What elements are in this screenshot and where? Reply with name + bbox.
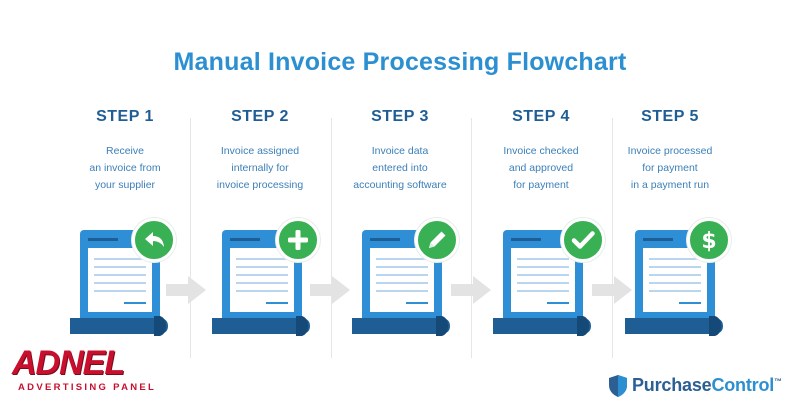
step-description: Invoice assigned internally for invoice … bbox=[185, 143, 335, 194]
purchasecontrol-logo: PurchaseControl™ bbox=[608, 372, 798, 402]
step-description-line: for payment bbox=[513, 179, 569, 191]
step-description-line: in a payment run bbox=[630, 179, 710, 191]
step-label: STEP 5 bbox=[641, 108, 699, 125]
step-description: Invoice checked and approved for payment bbox=[466, 143, 616, 194]
step-1: STEP 1 Receive an invoice from your supp… bbox=[50, 108, 200, 194]
step-description-line: Receive bbox=[106, 145, 144, 157]
step-description-line: invoice processing bbox=[216, 179, 304, 191]
step-description-line: Invoice data bbox=[371, 145, 429, 157]
step-divider bbox=[471, 118, 472, 358]
step-5: STEP 5 Invoice processed for payment in … bbox=[595, 108, 745, 194]
step-3: STEP 3 Invoice data entered into account… bbox=[325, 108, 475, 194]
step-description-line: internally for bbox=[231, 162, 289, 174]
step-label: STEP 4 bbox=[512, 108, 570, 125]
step-description-line: your supplier bbox=[94, 179, 156, 191]
step-divider bbox=[190, 118, 191, 358]
step-label: STEP 2 bbox=[231, 108, 289, 125]
brand-name-part1: Purchase bbox=[632, 375, 712, 395]
step-description-line: for payment bbox=[642, 162, 698, 174]
step-description: Receive an invoice from your supplier bbox=[50, 143, 200, 194]
trademark-symbol: ™ bbox=[774, 377, 782, 386]
dollar-icon: $ bbox=[687, 218, 731, 262]
brand-name: PurchaseControl™ bbox=[632, 375, 782, 396]
invoice-document-icon bbox=[493, 230, 591, 336]
reply-arrow-icon bbox=[132, 218, 176, 262]
flow-arrow-icon bbox=[310, 276, 350, 304]
flow-arrow-icon bbox=[592, 276, 632, 304]
step-description-line: Invoice processed bbox=[627, 145, 713, 157]
pencil-icon bbox=[415, 218, 459, 262]
plus-icon bbox=[276, 218, 320, 262]
step-description-line: Invoice assigned bbox=[220, 145, 300, 157]
step-description: Invoice processed for payment in a payme… bbox=[595, 143, 745, 194]
step-2: STEP 2 Invoice assigned internally for i… bbox=[185, 108, 335, 194]
shield-icon bbox=[609, 375, 627, 397]
step-description-line: entered into bbox=[372, 162, 428, 174]
flow-arrow-icon bbox=[166, 276, 206, 304]
step-description-line: and approved bbox=[508, 162, 574, 174]
flow-arrow-icon bbox=[451, 276, 491, 304]
step-description-line: accounting software bbox=[353, 179, 447, 191]
brand-name-part2: Control bbox=[711, 375, 775, 395]
svg-text:$: $ bbox=[701, 229, 716, 254]
adnel-watermark-logo: ADNEL ADVERTISING PANEL bbox=[4, 344, 154, 400]
watermark-big-text: ADNEL bbox=[12, 344, 125, 382]
step-divider bbox=[331, 118, 332, 358]
step-label: STEP 1 bbox=[96, 108, 154, 125]
step-description-line: Invoice checked bbox=[503, 145, 579, 157]
step-divider bbox=[612, 118, 613, 358]
step-label: STEP 3 bbox=[371, 108, 429, 125]
step-4: STEP 4 Invoice checked and approved for … bbox=[466, 108, 616, 194]
checkmark-icon bbox=[561, 218, 605, 262]
flowchart-title: Manual Invoice Processing Flowchart bbox=[173, 48, 627, 76]
watermark-small-text: ADVERTISING PANEL bbox=[18, 382, 157, 393]
step-description-line: an invoice from bbox=[89, 162, 161, 174]
step-description: Invoice data entered into accounting sof… bbox=[325, 143, 475, 194]
